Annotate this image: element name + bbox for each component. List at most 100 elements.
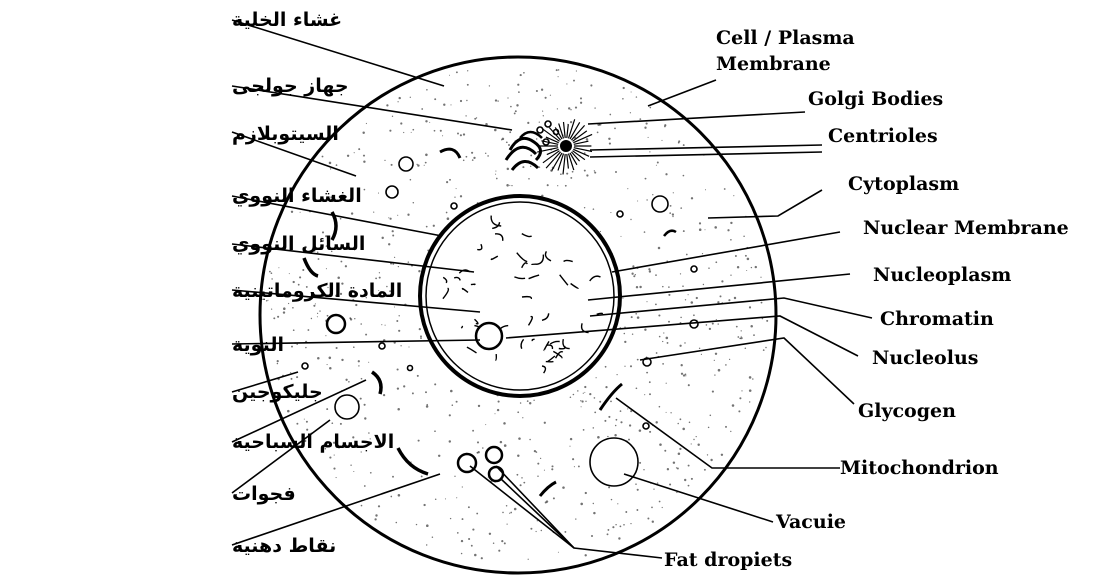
stipple-dot [456,497,457,498]
stipple-dot [304,419,305,420]
stipple-dot [417,164,419,166]
stipple-dot [317,316,318,317]
stipple-dot [411,132,412,133]
stipple-dot [283,307,286,310]
stipple-dot [476,513,478,515]
stipple-dot [543,115,544,116]
stipple-dot [449,440,451,442]
stipple-dot [714,360,715,361]
stipple-dot [302,269,304,271]
stipple-dot [656,352,658,354]
stipple-dot [594,107,595,108]
stipple-dot [684,342,685,343]
stipple-dot [472,430,474,432]
stipple-dot [624,341,626,343]
stipple-dot [659,336,661,338]
stipple-dot [300,212,301,213]
stipple-dot [347,155,349,157]
stipple-dot [610,401,612,403]
stipple-dot [501,540,503,542]
stipple-dot [646,123,648,125]
stipple-dot [600,231,601,232]
stipple-dot [413,202,414,203]
stipple-dot [340,423,342,425]
stipple-dot [666,412,667,413]
stipple-dot [318,258,320,260]
stipple-dot [569,446,570,447]
stipple-dot [530,154,532,156]
stipple-dot [725,426,727,428]
stipple-dot [536,451,538,453]
stipple-dot [753,334,755,336]
stipple-dot [514,112,516,114]
stipple-dot [487,155,489,157]
stipple-dot [670,412,671,413]
label-ar-cytoplasm: السيتوبلازم [232,123,339,145]
stipple-dot [737,266,739,268]
stipple-dot [637,316,640,319]
stipple-dot [456,71,458,73]
stipple-dot [447,217,450,220]
stipple-dot [655,274,657,276]
stipple-dot [562,486,565,489]
stipple-dot [378,505,380,507]
stipple-dot [495,99,497,101]
stipple-dot [709,328,711,330]
stipple-dot [379,277,381,279]
stipple-dot [668,321,670,323]
stipple-dot [593,208,595,210]
stipple-dot [390,496,392,498]
stipple-dot [315,303,316,304]
stipple-dot [730,275,731,276]
stipple-dot [516,104,518,106]
stipple-dot [425,162,427,164]
stipple-dot [734,297,736,299]
stipple-dot [463,133,465,135]
stipple-dot [520,74,522,76]
stipple-dot [498,401,500,403]
stipple-dot [290,372,291,373]
stipple-dot [681,373,683,375]
stipple-dot [348,381,350,383]
stipple-dot [649,151,650,152]
stipple-dot [504,444,507,447]
stipple-dot [432,537,433,538]
stipple-dot [683,144,685,146]
stipple-dot [507,524,508,525]
stipple-dot [755,266,757,268]
stipple-dot [578,465,580,467]
stipple-dot [631,316,633,318]
stipple-dot [381,324,382,325]
stipple-dot [307,329,309,331]
stipple-dot [350,464,351,465]
stipple-dot [620,526,622,528]
stipple-dot [718,369,721,372]
stipple-dot [317,313,318,314]
stipple-dot [659,443,662,446]
stipple-dot [655,421,657,423]
stipple-dot [741,336,742,337]
stipple-dot [605,366,607,368]
stipple-dot [707,454,708,455]
stipple-dot [349,317,351,319]
stipple-dot [518,91,520,93]
stipple-dot [630,219,631,220]
stipple-dot [375,514,377,516]
stipple-dot [417,375,419,377]
stipple-dot [398,266,399,267]
stipple-dot [423,504,425,506]
stipple-dot [502,512,504,514]
stipple-dot [412,129,414,131]
stipple-dot [365,334,367,336]
stipple-dot [749,306,751,308]
stipple-dot [460,134,462,136]
stipple-dot [615,171,617,173]
stipple-dot [398,494,401,497]
stipple-dot [364,417,366,419]
stipple-dot [454,476,455,477]
stipple-dot [741,337,743,339]
stipple-dot [442,135,443,136]
stipple-dot [584,207,585,208]
stipple-dot [462,486,463,487]
stipple-dot [527,400,529,402]
